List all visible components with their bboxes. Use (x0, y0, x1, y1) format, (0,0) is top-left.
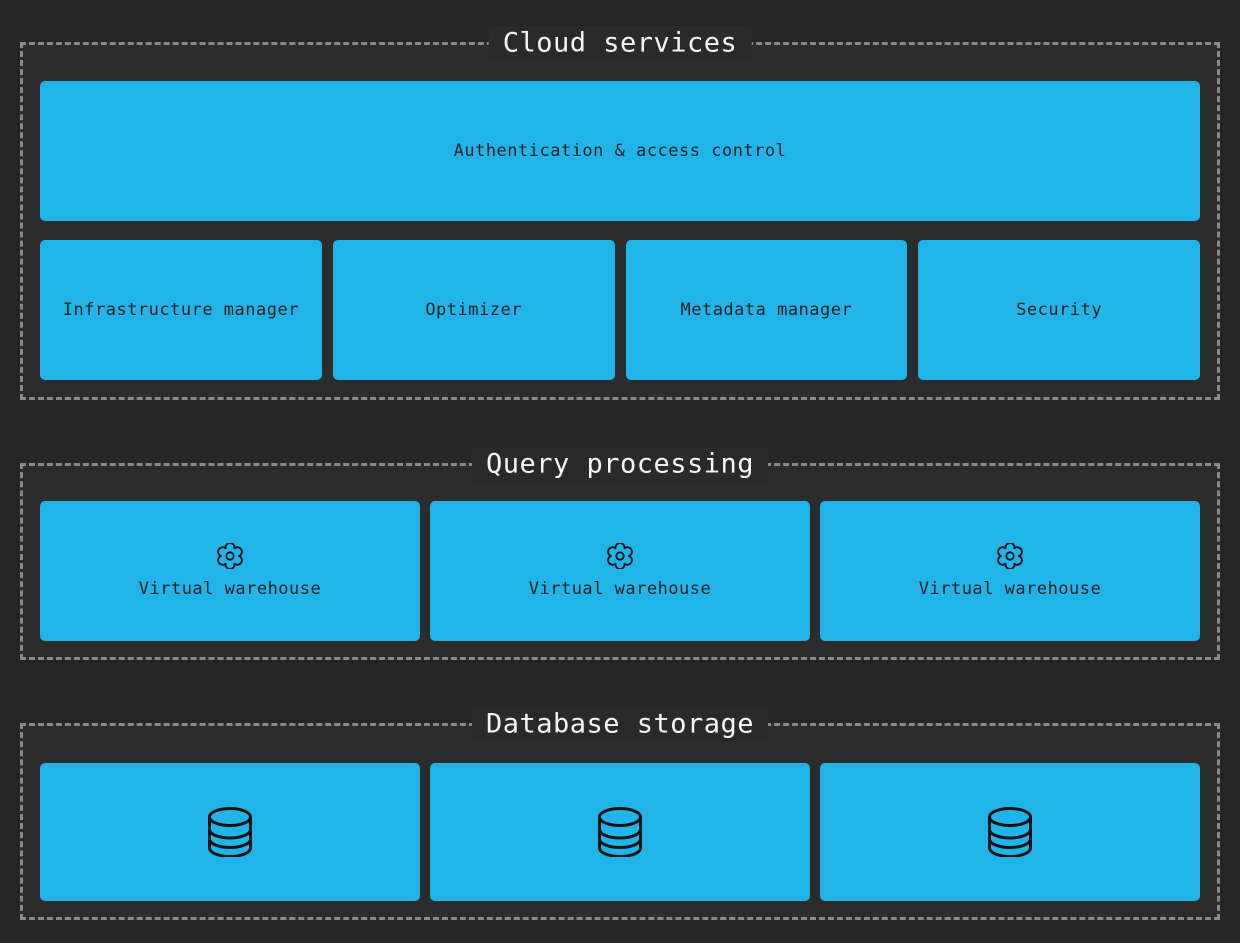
gear-icon (997, 543, 1023, 569)
section-title-query-processing: Query processing (471, 447, 769, 482)
database-icon (987, 807, 1033, 857)
cloud-services-row: Infrastructure manager Optimizer Metadat… (40, 240, 1200, 380)
node-metadata-manager: Metadata manager (625, 240, 908, 380)
node-infrastructure-manager: Infrastructure manager (40, 240, 322, 380)
node-authentication-access-control: Authentication & access control (40, 81, 1200, 221)
section-query-processing: Query processing Virtual warehouse (20, 447, 1220, 660)
node-label: Virtual warehouse (528, 579, 712, 599)
database-icon (597, 807, 643, 857)
node-label: Virtual warehouse (918, 579, 1102, 599)
node-label: Optimizer (425, 300, 522, 320)
section-database-storage: Database storage (20, 707, 1220, 920)
node-label: Virtual warehouse (138, 579, 322, 599)
database-storage-row (40, 763, 1200, 901)
node-optimizer: Optimizer (332, 240, 615, 380)
node-label: Security (1016, 300, 1103, 320)
query-processing-row: Virtual warehouse Virtual warehouse (40, 501, 1200, 641)
node-label: Metadata manager (680, 300, 853, 320)
node-virtual-warehouse: Virtual warehouse (820, 501, 1200, 641)
node-virtual-warehouse: Virtual warehouse (430, 501, 810, 641)
node-database (820, 763, 1200, 901)
node-virtual-warehouse: Virtual warehouse (40, 501, 420, 641)
section-cloud-services: Cloud services Authentication & access c… (20, 26, 1220, 400)
node-database (40, 763, 420, 901)
section-title-database-storage: Database storage (471, 707, 769, 742)
node-label: Infrastructure manager (62, 300, 299, 320)
database-icon (207, 807, 253, 857)
gear-icon (607, 543, 633, 569)
section-title-cloud-services: Cloud services (488, 26, 752, 61)
node-database (430, 763, 810, 901)
node-label: Authentication & access control (453, 141, 787, 161)
node-security: Security (918, 240, 1200, 380)
gear-icon (217, 543, 243, 569)
